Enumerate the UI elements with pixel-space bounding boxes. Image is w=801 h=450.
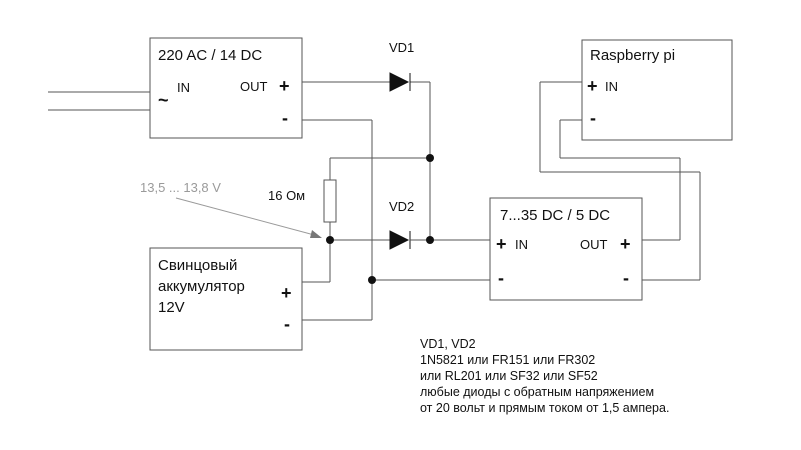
converter-minus-in: -	[498, 268, 504, 288]
junction-dot-vd2-in	[326, 236, 334, 244]
psu-box	[149, 37, 303, 139]
psu-in-label: IN	[177, 80, 190, 95]
resistor-symbol	[323, 179, 337, 223]
note-line-3: или RL201 или SF32 или SF52	[420, 369, 598, 383]
psu-ac-symbol: ~	[158, 90, 169, 110]
raspberry-minus: -	[590, 108, 596, 128]
raspberry-in-label: IN	[605, 79, 618, 94]
battery-minus: -	[284, 314, 290, 334]
vd2-label: VD2	[389, 199, 414, 214]
vd2-diode-symbol	[389, 230, 410, 250]
battery-line-3: 12V	[158, 299, 185, 316]
psu-title: 220 AC / 14 DC	[158, 47, 262, 64]
note-line-1: VD1, VD2	[420, 337, 476, 351]
battery-line-1: Свинцовый	[158, 257, 237, 274]
psu-out-label: OUT	[240, 79, 268, 94]
psu-minus: -	[282, 108, 288, 128]
vd1-label: VD1	[389, 40, 414, 55]
note-line-4: любые диоды с обратным напряжением	[420, 385, 654, 399]
battery-line-2: аккумулятор	[158, 278, 245, 295]
converter-plus-in: +	[496, 234, 507, 254]
note-line-5: от 20 вольт и прямым током от 1,5 ампера…	[420, 401, 669, 415]
junction-dot-top	[426, 154, 434, 162]
resistor-label: 16 Ом	[268, 188, 305, 203]
battery-box	[149, 247, 303, 351]
raspberry-box	[581, 39, 733, 141]
vd1-diode-symbol	[389, 72, 410, 92]
raspberry-title: Raspberry pi	[590, 47, 675, 64]
psu-plus: +	[279, 76, 290, 96]
converter-minus-out: -	[623, 268, 629, 288]
converter-out-label: OUT	[580, 237, 608, 252]
voltage-label: 13,5 ... 13,8 V	[140, 180, 221, 195]
converter-in-label: IN	[515, 237, 528, 252]
note-line-2: 1N5821 или FR151 или FR302	[420, 353, 595, 367]
battery-plus: +	[281, 283, 292, 303]
voltage-arrow-head	[310, 230, 322, 238]
junction-dot-vd2-out	[426, 236, 434, 244]
converter-box	[489, 197, 643, 301]
raspberry-plus: +	[587, 76, 598, 96]
converter-title: 7...35 DC / 5 DC	[500, 207, 610, 224]
converter-plus-out: +	[620, 234, 631, 254]
junction-dot-ground	[368, 276, 376, 284]
voltage-arrow-line	[175, 197, 319, 237]
